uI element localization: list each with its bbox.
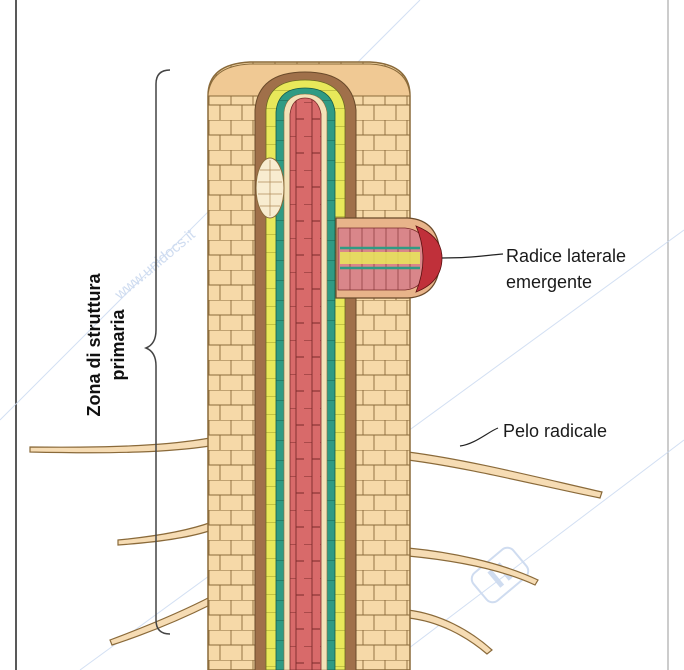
root-hair-left-1 [30,438,210,453]
label-lateral-root-line1: Radice laterale [506,246,626,266]
zone-label-line2: primaria [108,309,128,381]
root-hair-pointer [460,428,498,446]
watermark-text: www.unidocs.it [111,226,199,304]
lateral-root-primordium [256,158,284,218]
root-hair-right-2 [408,548,538,585]
root-hair-left-2 [118,522,212,545]
root-hair-right-1 [408,452,602,498]
xylem [290,98,321,670]
root-hair-left-3 [110,596,212,645]
emerging-lateral-root [336,218,442,298]
zone-label-line1: Zona di struttura [84,273,104,417]
label-lateral-root-line2: emergente [506,272,592,292]
lateral-root-pointer [442,254,503,258]
label-root-hair: Pelo radicale [503,421,607,441]
zone-bracket [146,70,170,634]
